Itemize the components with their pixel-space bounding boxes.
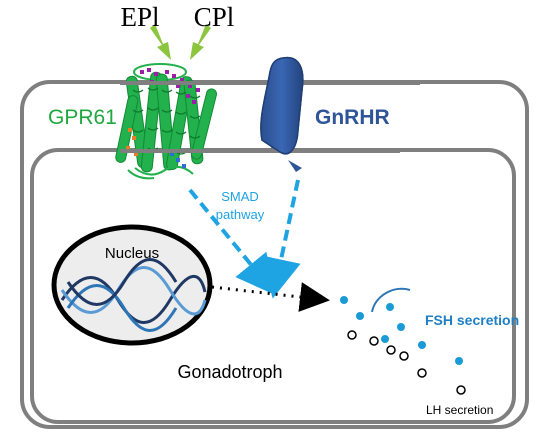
green-down-arrow-icon <box>150 24 211 60</box>
gnrhr-label: GnRHR <box>315 106 390 129</box>
nucleus-label: Nucleus <box>105 245 159 262</box>
protein-helix-bundle-icon <box>115 63 217 180</box>
lh-granules <box>347 330 466 395</box>
cp1-label: CPl <box>194 2 235 32</box>
smad-pathway-arrows <box>188 179 301 299</box>
gpr61-label: GPR61 <box>48 106 117 129</box>
ep1-label: EPl <box>120 2 159 32</box>
lh-secretion-label: LH secretion <box>426 403 493 417</box>
smad-label-line1: SMAD <box>221 189 259 204</box>
secretory-membrane-arc <box>371 287 411 313</box>
fsh-granules <box>340 296 463 365</box>
dna-double-helix-icon <box>60 258 207 332</box>
fsh-secretion-label: FSH secretion <box>425 312 519 328</box>
expression-dotted-arrow <box>211 282 330 312</box>
smad-label-line2: pathway <box>216 207 265 222</box>
gnrhr-barrel-front <box>260 56 304 155</box>
gonadotroph-label: Gonadotroph <box>177 362 282 382</box>
